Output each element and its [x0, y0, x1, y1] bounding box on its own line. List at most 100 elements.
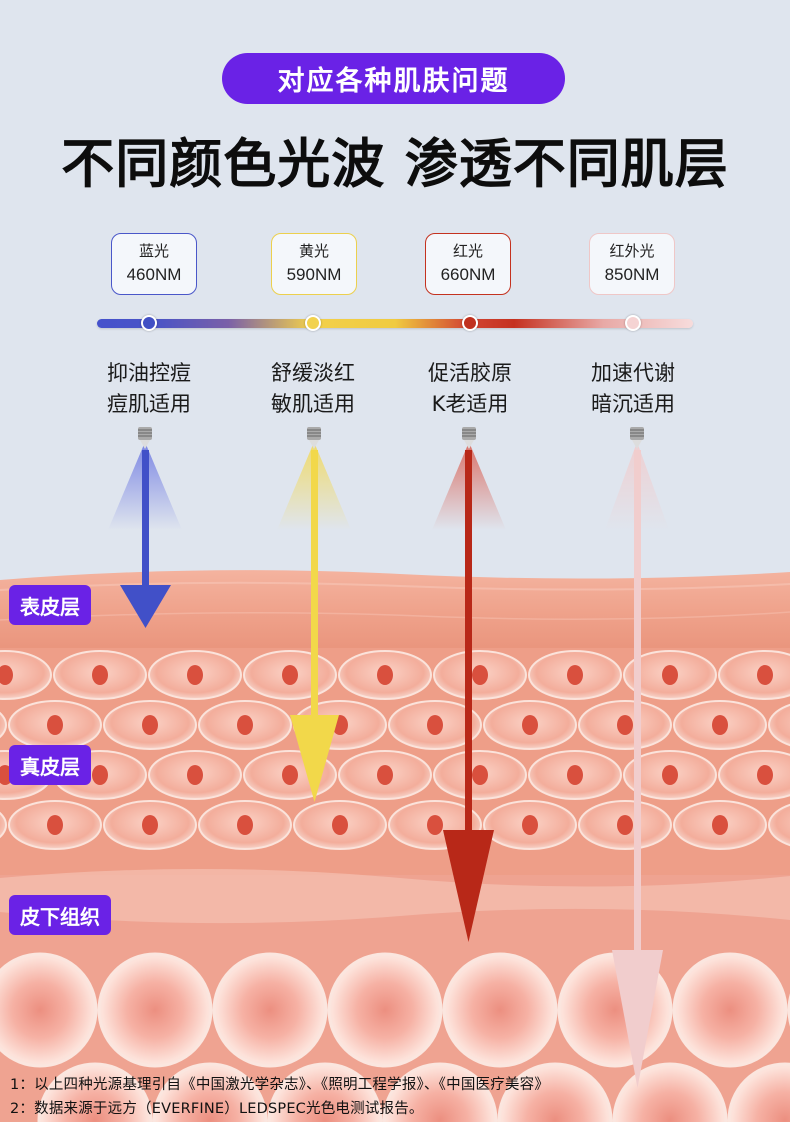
cell-nucleus [617, 715, 633, 735]
footnote-1: 1：以上四种光源基理引自《中国激光学杂志》、《照明工程学报》、《中国医疗美容》 [10, 1077, 550, 1093]
cell-nucleus [187, 665, 203, 685]
benefit-line: 敏肌适用 [271, 392, 355, 416]
cell-nucleus [237, 815, 253, 835]
cell-nucleus [142, 815, 158, 835]
page-headline: 不同颜色光波 渗透不同肌层 [61, 134, 729, 195]
cell-nucleus [472, 765, 488, 785]
cell-nucleus [662, 765, 678, 785]
benefit-line: 舒缓淡红 [271, 361, 355, 385]
cell-nucleus [142, 715, 158, 735]
wavelength-nm: 460NM [126, 264, 182, 284]
topic-pill: 对应各种肌肤问题 [222, 53, 565, 104]
blue-arrow-head [120, 585, 171, 628]
wavelength-box-red: 红光 660NM [425, 233, 511, 295]
benefit-line: K老适用 [431, 392, 509, 416]
light-beams [108, 442, 669, 1088]
cell-nucleus [617, 815, 633, 835]
cell-nucleus [712, 715, 728, 735]
benefit-infrared: 加速代谢 暗沉适用 [558, 358, 708, 420]
fat-cell [727, 1062, 790, 1122]
skin-cross-section [0, 570, 790, 1122]
dermis-cell [718, 750, 790, 800]
wavelength-name: 蓝光 [138, 241, 169, 260]
cell-nucleus [0, 665, 13, 685]
wavelength-name: 红光 [452, 241, 483, 260]
spectrum-dot-infrared [625, 315, 641, 331]
led-bulb-icon [630, 427, 644, 449]
cell-nucleus [47, 815, 63, 835]
wavelength-name: 红外光 [609, 241, 655, 260]
cell-nucleus [567, 765, 583, 785]
led-bulb-icon [307, 427, 321, 449]
benefit-line: 促活胶原 [428, 361, 512, 385]
wavelength-name: 黄光 [298, 241, 329, 260]
fat-cell [152, 1062, 268, 1122]
cell-nucleus [47, 715, 63, 735]
dermis-cell [0, 711, 7, 739]
wavelength-box-blue: 蓝光 460NM [111, 233, 197, 295]
benefit-blue: 抑油控痘 痘肌适用 [74, 358, 224, 420]
benefit-line: 痘肌适用 [107, 392, 191, 416]
wavelength-box-infrared: 红外光 850NM [589, 233, 675, 295]
layer-label-dermis: 真皮层 [9, 745, 91, 785]
spectrum-dot-red [462, 315, 478, 331]
cell-nucleus [92, 765, 108, 785]
led-bulb-icon [462, 427, 476, 449]
cell-nucleus [282, 765, 298, 785]
cell-nucleus [427, 815, 443, 835]
dermis-cell [768, 803, 790, 847]
cell-nucleus [282, 665, 298, 685]
fat-cell [212, 952, 328, 1068]
spectrum-dot-yellow [305, 315, 321, 331]
blue-arrow-shaft [142, 450, 149, 590]
wavelength-nm: 850NM [604, 264, 660, 284]
benefit-red: 促活胶原 K老适用 [395, 358, 545, 420]
wavelength-nm: 590NM [286, 264, 342, 284]
benefit-line: 暗沉适用 [591, 392, 675, 416]
infrared-arrow-head [612, 950, 663, 1088]
footnote-2: 2：数据来源于远方（EVERFINE）LEDSPEC光色电测试报告。 [10, 1101, 424, 1117]
red-arrow-shaft [465, 450, 472, 835]
cell-nucleus [522, 815, 538, 835]
cell-nucleus [712, 815, 728, 835]
layer-label-subcutaneous: 皮下组织 [9, 895, 111, 935]
benefit-yellow: 舒缓淡红 敏肌适用 [238, 358, 388, 420]
fat-cell [267, 1062, 383, 1122]
yellow-arrow-head [290, 715, 339, 802]
cell-nucleus [472, 665, 488, 685]
dermis-cell [0, 650, 52, 700]
fat-cell [612, 1062, 728, 1122]
cell-nucleus [662, 665, 678, 685]
wavelength-box-yellow: 黄光 590NM [271, 233, 357, 295]
dermis-cell [718, 650, 790, 700]
spectrum-dot-blue [141, 315, 157, 331]
cell-nucleus [332, 815, 348, 835]
cell-nucleus [567, 665, 583, 685]
layer-label-epidermis: 表皮层 [9, 585, 91, 625]
cell-nucleus [237, 715, 253, 735]
cell-nucleus [427, 715, 443, 735]
cell-nucleus [377, 765, 393, 785]
red-arrow-head [443, 830, 494, 942]
cell-nucleus [187, 765, 203, 785]
fat-cell [0, 952, 98, 1068]
infrared-arrow-shaft [634, 450, 641, 955]
fat-cell [327, 952, 443, 1068]
cell-nucleus [92, 665, 108, 685]
fat-cell [442, 952, 558, 1068]
fat-cell [37, 1062, 153, 1122]
fat-cell [497, 1062, 613, 1122]
benefit-line: 加速代谢 [591, 361, 675, 385]
yellow-arrow-shaft [311, 450, 318, 720]
led-bulb-icon [138, 427, 152, 449]
dermis-cell [768, 703, 790, 747]
cell-nucleus [377, 665, 393, 685]
spectrum-bar [97, 319, 693, 328]
fat-cell [382, 1062, 498, 1122]
wavelength-nm: 660NM [440, 264, 496, 284]
benefit-line: 抑油控痘 [107, 361, 191, 385]
fat-cell [672, 952, 788, 1068]
fat-cell [97, 952, 213, 1068]
cell-nucleus [522, 715, 538, 735]
cell-nucleus [757, 765, 773, 785]
